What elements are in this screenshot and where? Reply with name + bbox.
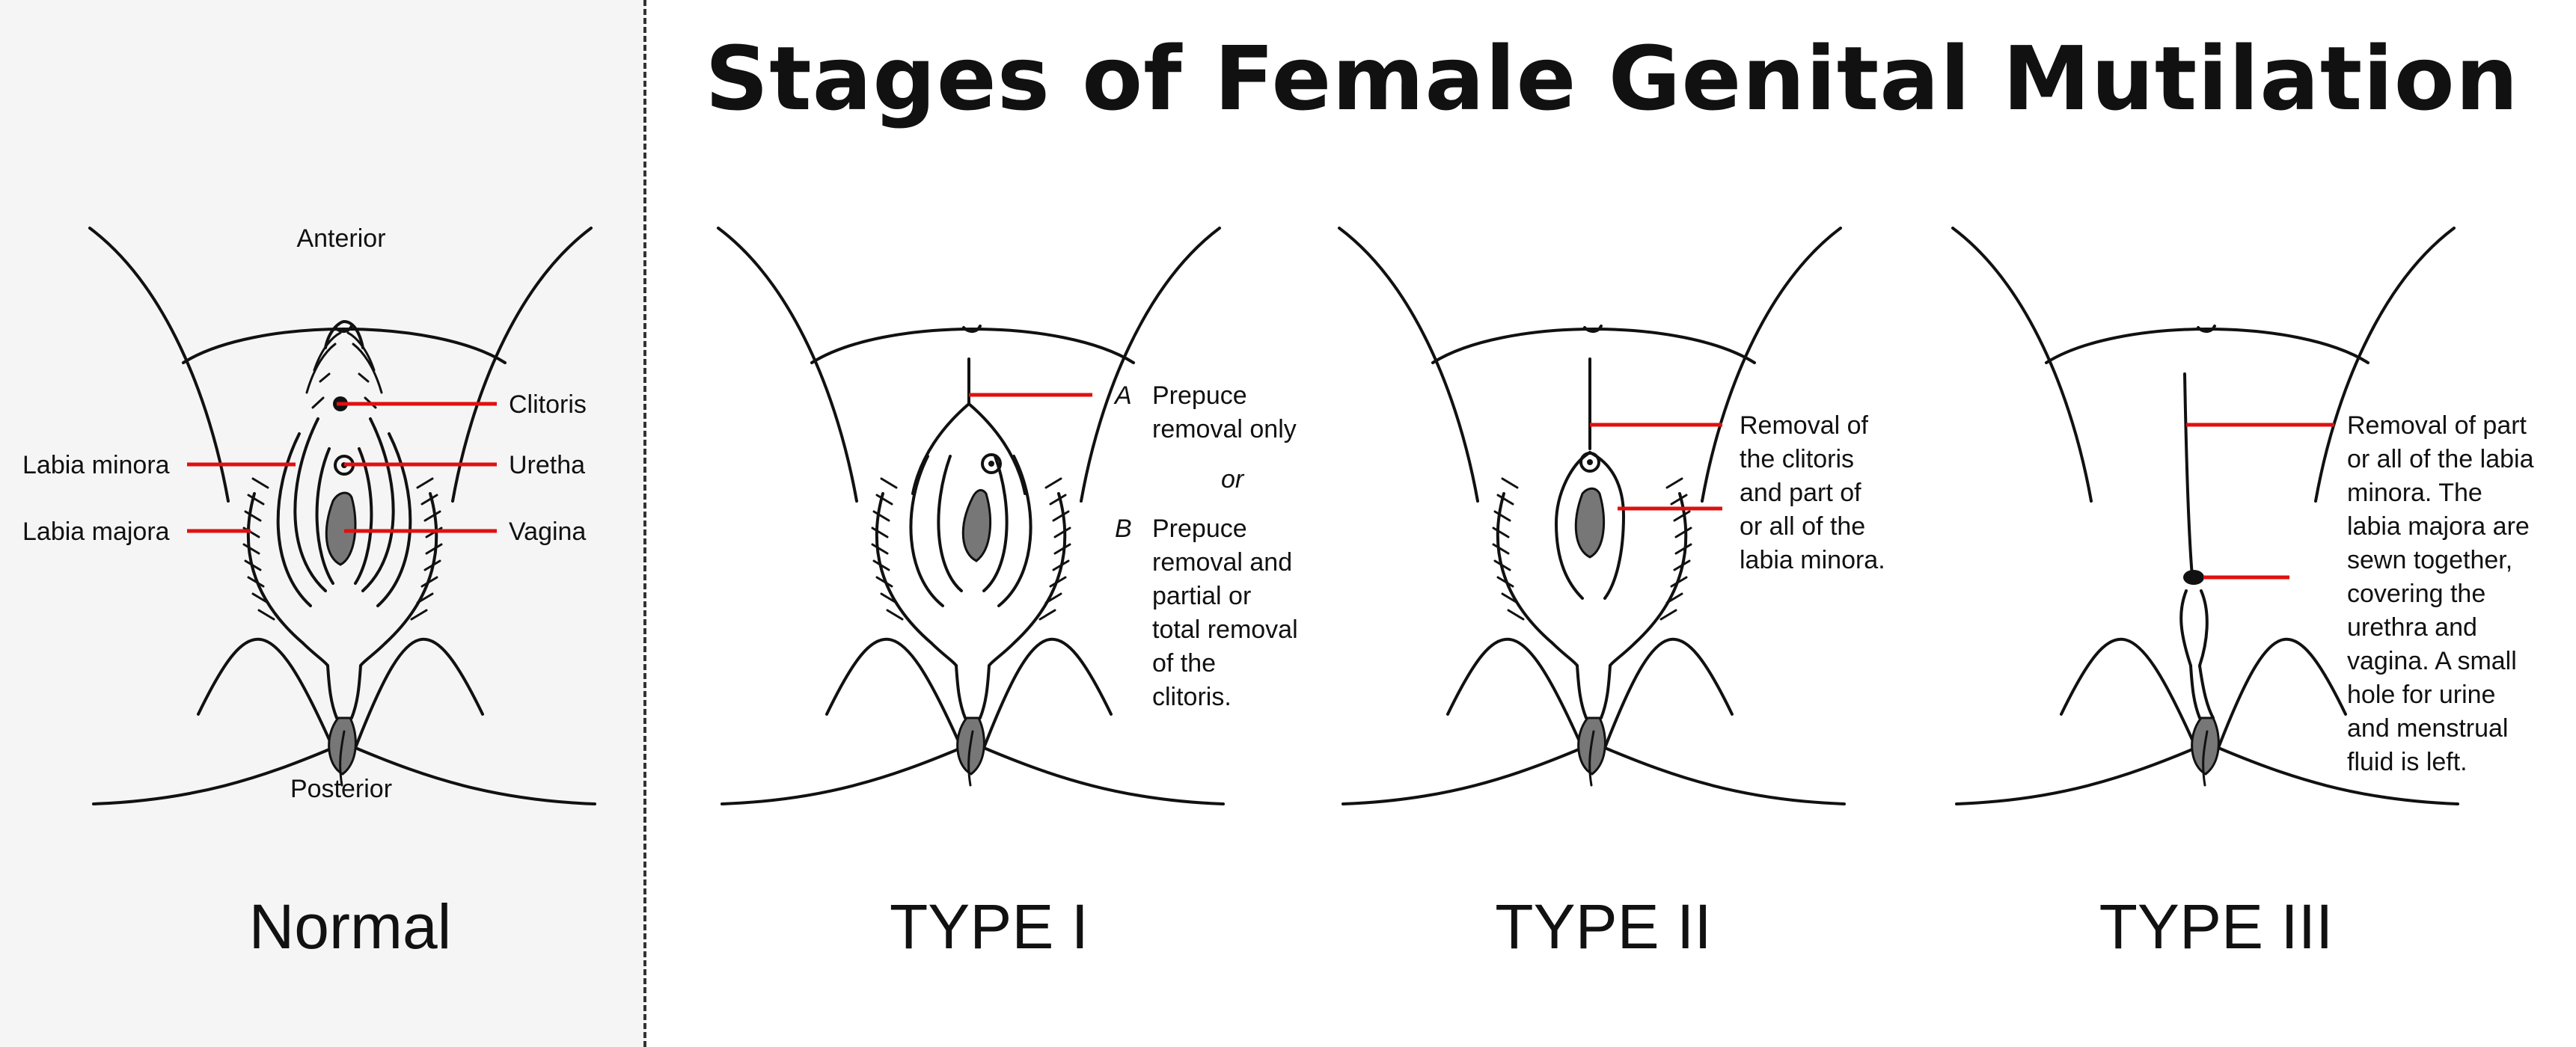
type-iii-line-9: hole for urine — [2347, 681, 2495, 709]
type-i-a-letter: A — [1113, 381, 1132, 410]
type-i-b-letter: B — [1115, 515, 1132, 543]
label-anterior: Anterior — [296, 224, 385, 253]
type-i-b-line-6: clitoris. — [1152, 683, 1232, 711]
type-i-b-line-5: of the — [1152, 649, 1216, 678]
label-vagina: Vagina — [509, 518, 586, 546]
type-iii-line-8: vagina. A small — [2347, 647, 2517, 675]
type-iii-line-5: sewn together, — [2347, 546, 2512, 574]
type-iii-line-7: urethra and — [2347, 613, 2477, 642]
type-i-or: or — [1221, 465, 1245, 494]
type-iii-line-10: and menstrual — [2347, 714, 2508, 743]
caption-type-iii: TYPE III — [2099, 891, 2334, 962]
type-iii-line-6: covering the — [2347, 580, 2485, 608]
caption-normal: Normal — [249, 891, 452, 962]
label-posterior: Posterior — [290, 775, 392, 803]
type-i-b-line-3: partial or — [1152, 582, 1251, 610]
type-i-b-line-4: total removal — [1152, 615, 1298, 644]
type-iii-line-3: minora. The — [2347, 479, 2482, 507]
type-ii-line-5: labia minora. — [1740, 546, 1885, 574]
label-uretha: Uretha — [509, 451, 585, 479]
type-iii-line-11: fluid is left. — [2347, 748, 2468, 776]
caption-type-ii: TYPE II — [1495, 891, 1711, 962]
type-ii-line-4: or all of the — [1740, 512, 1865, 541]
type-iii-line-1: Removal of part — [2347, 411, 2527, 440]
type-iii-figure — [1951, 227, 2459, 805]
type-ii-line-2: the clitoris — [1740, 445, 1854, 473]
type-ii-line-3: and part of — [1740, 479, 1861, 507]
type-i-a-line-1: Prepuce — [1152, 381, 1247, 410]
type-i-b-line-1: Prepuce — [1152, 515, 1247, 543]
type-iii-line-2: or all of the labia — [2347, 445, 2534, 473]
type-iii-line-4: labia majora are — [2347, 512, 2530, 541]
type-i-figure — [717, 227, 1225, 805]
caption-type-i: TYPE I — [890, 891, 1089, 962]
page-title: Stages of Female Genital Mutilation — [705, 27, 2519, 130]
label-clitoris: Clitoris — [509, 390, 587, 419]
type-i-a-line-2: removal only — [1152, 415, 1297, 443]
normal-anatomy-figure — [88, 227, 596, 805]
label-labia-minora: Labia minora — [22, 451, 170, 479]
type-ii-figure — [1338, 227, 1846, 805]
normal-panel — [0, 0, 646, 1047]
label-labia-majora: Labia majora — [22, 518, 170, 546]
type-i-b-line-2: removal and — [1152, 548, 1292, 577]
type-ii-line-1: Removal of — [1740, 411, 1869, 440]
